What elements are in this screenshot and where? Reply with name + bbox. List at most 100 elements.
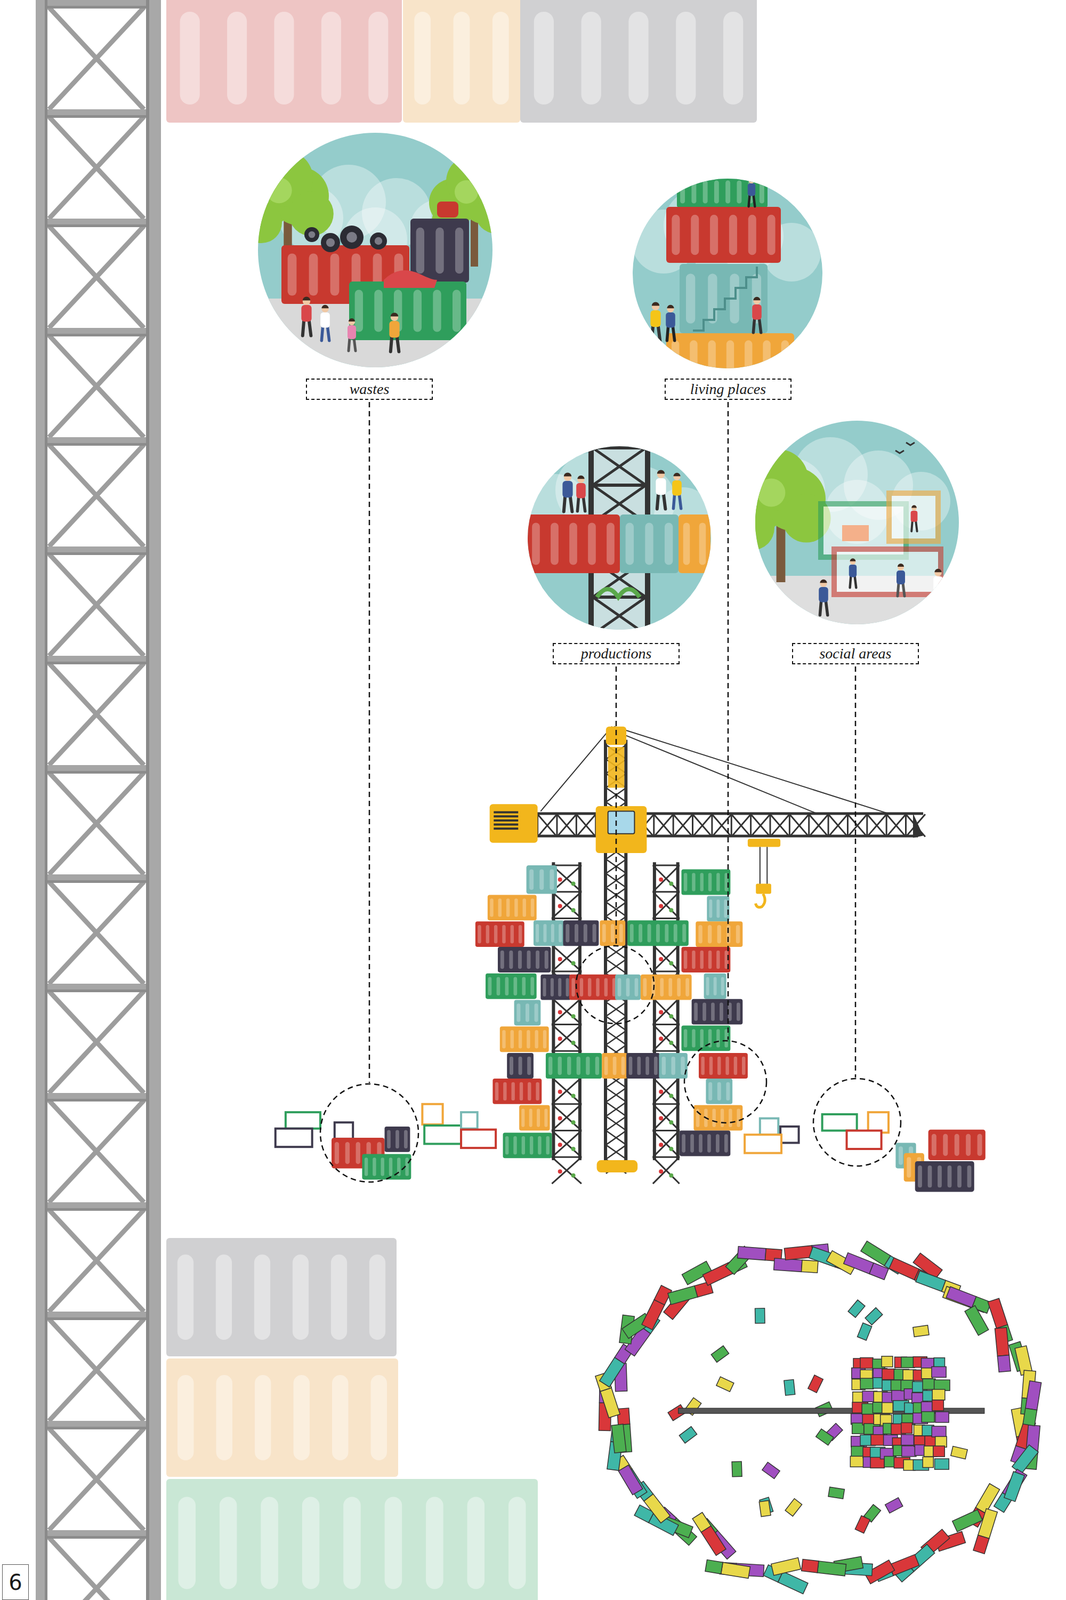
illustration-shape [717, 924, 722, 943]
illustration-shape [952, 1508, 983, 1532]
illustration-shape [576, 482, 586, 499]
illustration-shape [558, 1089, 563, 1094]
illustration-shape [614, 730, 817, 813]
illustration-shape [668, 1040, 674, 1045]
illustration-shape [254, 1374, 271, 1460]
illustration-shape [509, 950, 513, 969]
focus-circle [320, 1083, 419, 1182]
illustration-shape [666, 326, 668, 341]
illustration-shape [521, 1108, 525, 1127]
illustration-shape [45, 1420, 148, 1429]
illustration-shape [665, 312, 676, 328]
illustration-shape [45, 874, 148, 883]
label-box: productions [552, 642, 680, 665]
illustration-shape [49, 116, 144, 219]
illustration-shape [526, 514, 620, 573]
illustration-shape [546, 1135, 550, 1154]
illustration-shape [736, 924, 740, 943]
illustration-shape [828, 813, 848, 837]
illustration-shape [924, 1435, 937, 1447]
illustration-shape [566, 977, 570, 996]
illustration-shape [606, 1130, 627, 1145]
illustration-shape [611, 1423, 627, 1453]
illustration-shape [558, 1010, 563, 1015]
illustration-shape [551, 891, 582, 919]
label-text: wastes [349, 380, 390, 398]
illustration-shape [711, 1002, 715, 1021]
container [695, 921, 743, 947]
illustration-shape [592, 596, 646, 635]
leader-line [727, 401, 730, 1040]
container [166, 1237, 397, 1356]
illustration-shape [551, 861, 555, 1160]
illustration-shape [819, 579, 827, 584]
illustration-shape [708, 950, 712, 969]
illustration-shape [599, 919, 626, 946]
illustration-shape [667, 1285, 698, 1305]
illustration-shape [911, 520, 913, 531]
illustration-shape [563, 496, 565, 512]
illustration-shape [543, 1029, 547, 1048]
illustration-shape [215, 1254, 232, 1340]
illustration-shape [770, 813, 790, 837]
container [475, 921, 525, 947]
illustration-shape [45, 983, 148, 992]
illustration-shape [498, 898, 502, 917]
label-text: social areas [819, 644, 892, 662]
illustration-shape [455, 227, 464, 274]
illustration-shape [666, 206, 781, 263]
illustration-shape [729, 214, 738, 256]
illustration-shape [576, 813, 596, 837]
illustration-shape [178, 1496, 196, 1589]
illustration-shape [753, 195, 756, 207]
person [320, 304, 330, 341]
illustration-shape [558, 903, 563, 909]
illustration-shape [987, 1297, 1008, 1328]
illustration-shape [809, 813, 829, 837]
illustration-shape [45, 0, 148, 9]
illustration-shape [668, 960, 674, 966]
label-text: living places [690, 380, 766, 398]
site-plan [595, 1240, 1042, 1594]
focus-circle [813, 1078, 901, 1166]
illustration-shape [817, 1560, 846, 1576]
illustration-shape [49, 663, 144, 765]
illustration-shape [550, 522, 559, 565]
illustration-shape [854, 576, 857, 588]
illustration-shape [49, 1427, 144, 1530]
container [402, 0, 521, 123]
illustration-shape [931, 1425, 947, 1437]
illustration-shape [510, 1029, 514, 1048]
illustration-shape [849, 564, 857, 577]
illustration-shape [592, 447, 646, 486]
illustration-shape [767, 214, 776, 256]
illustration-shape [614, 726, 888, 814]
illustration-shape [488, 976, 492, 996]
illustration-shape [534, 1003, 539, 1022]
illustration-shape [45, 115, 148, 118]
illustration-shape [302, 320, 304, 336]
vignette-circle [238, 132, 517, 374]
illustration-shape [700, 1028, 704, 1047]
illustration-shape [551, 1102, 582, 1105]
illustration-shape [643, 977, 648, 996]
illustration-shape [964, 1305, 989, 1336]
illustration-shape [901, 1434, 915, 1445]
illustration-shape [353, 337, 356, 351]
illustration-shape [901, 1422, 913, 1433]
illustration-shape [681, 1133, 686, 1152]
illustration-shape [604, 1056, 609, 1075]
illustration-shape [652, 1156, 680, 1158]
illustration-shape [578, 861, 582, 1160]
illustration-shape [608, 811, 635, 834]
illustration-shape [771, 1557, 802, 1576]
illustration-shape [309, 253, 319, 296]
container [349, 281, 467, 341]
illustration-shape [612, 1056, 617, 1075]
illustration-shape [44, 0, 48, 1600]
illustration-shape [543, 923, 547, 942]
illustration-shape [45, 655, 148, 665]
illustration-shape [260, 1496, 279, 1589]
illustration-shape [922, 1456, 934, 1467]
illustration-shape [789, 813, 809, 837]
